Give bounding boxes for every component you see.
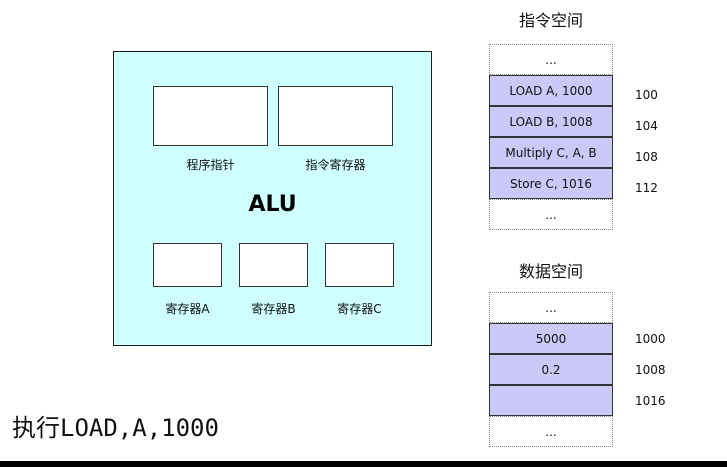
data-space-title: 数据空间 xyxy=(518,262,583,281)
instruction-cell: LOAD B, 1008 xyxy=(489,106,613,137)
instruction-register xyxy=(278,86,393,146)
register-a-label: 寄存器A xyxy=(165,302,210,316)
register-c-label: 寄存器C xyxy=(337,302,382,316)
instruction-cell-ellipsis-top: ... xyxy=(489,44,613,75)
register-b-label: 寄存器B xyxy=(251,302,296,316)
data-address: 1008 xyxy=(635,363,666,377)
instruction-address: 108 xyxy=(635,150,658,164)
instruction-address: 104 xyxy=(635,119,658,133)
data-address: 1000 xyxy=(635,332,666,346)
execution-caption: 执行LOAD,A,1000 xyxy=(12,414,219,442)
instruction-cell: Multiply C, A, B xyxy=(489,137,613,168)
instruction-cell: LOAD A, 1000 xyxy=(489,75,613,106)
bottom-bar xyxy=(0,461,727,467)
data-cell: 5000 xyxy=(489,323,613,354)
instruction-cell-ellipsis-bottom: ... xyxy=(489,199,613,230)
instruction-space-title: 指令空间 xyxy=(518,11,583,30)
cpu-block: 程序指针 指令寄存器 ALU 寄存器A 寄存器B 寄存器C xyxy=(113,51,432,346)
data-address: 1016 xyxy=(635,394,666,408)
data-cell: 0.2 xyxy=(489,354,613,385)
instruction-address: 100 xyxy=(635,88,658,102)
program-counter-label: 程序指针 xyxy=(186,158,235,172)
register-b xyxy=(239,243,308,287)
data-cell-empty xyxy=(489,385,613,416)
data-cell-ellipsis-bottom: ... xyxy=(489,416,613,447)
register-a xyxy=(153,243,222,287)
program-counter-register xyxy=(153,86,268,146)
instruction-address: 112 xyxy=(635,181,658,195)
instruction-cell: Store C, 1016 xyxy=(489,168,613,199)
data-cell-ellipsis-top: ... xyxy=(489,292,613,323)
register-c xyxy=(325,243,394,287)
instruction-register-label: 指令寄存器 xyxy=(305,158,366,172)
alu-label: ALU xyxy=(248,192,297,217)
